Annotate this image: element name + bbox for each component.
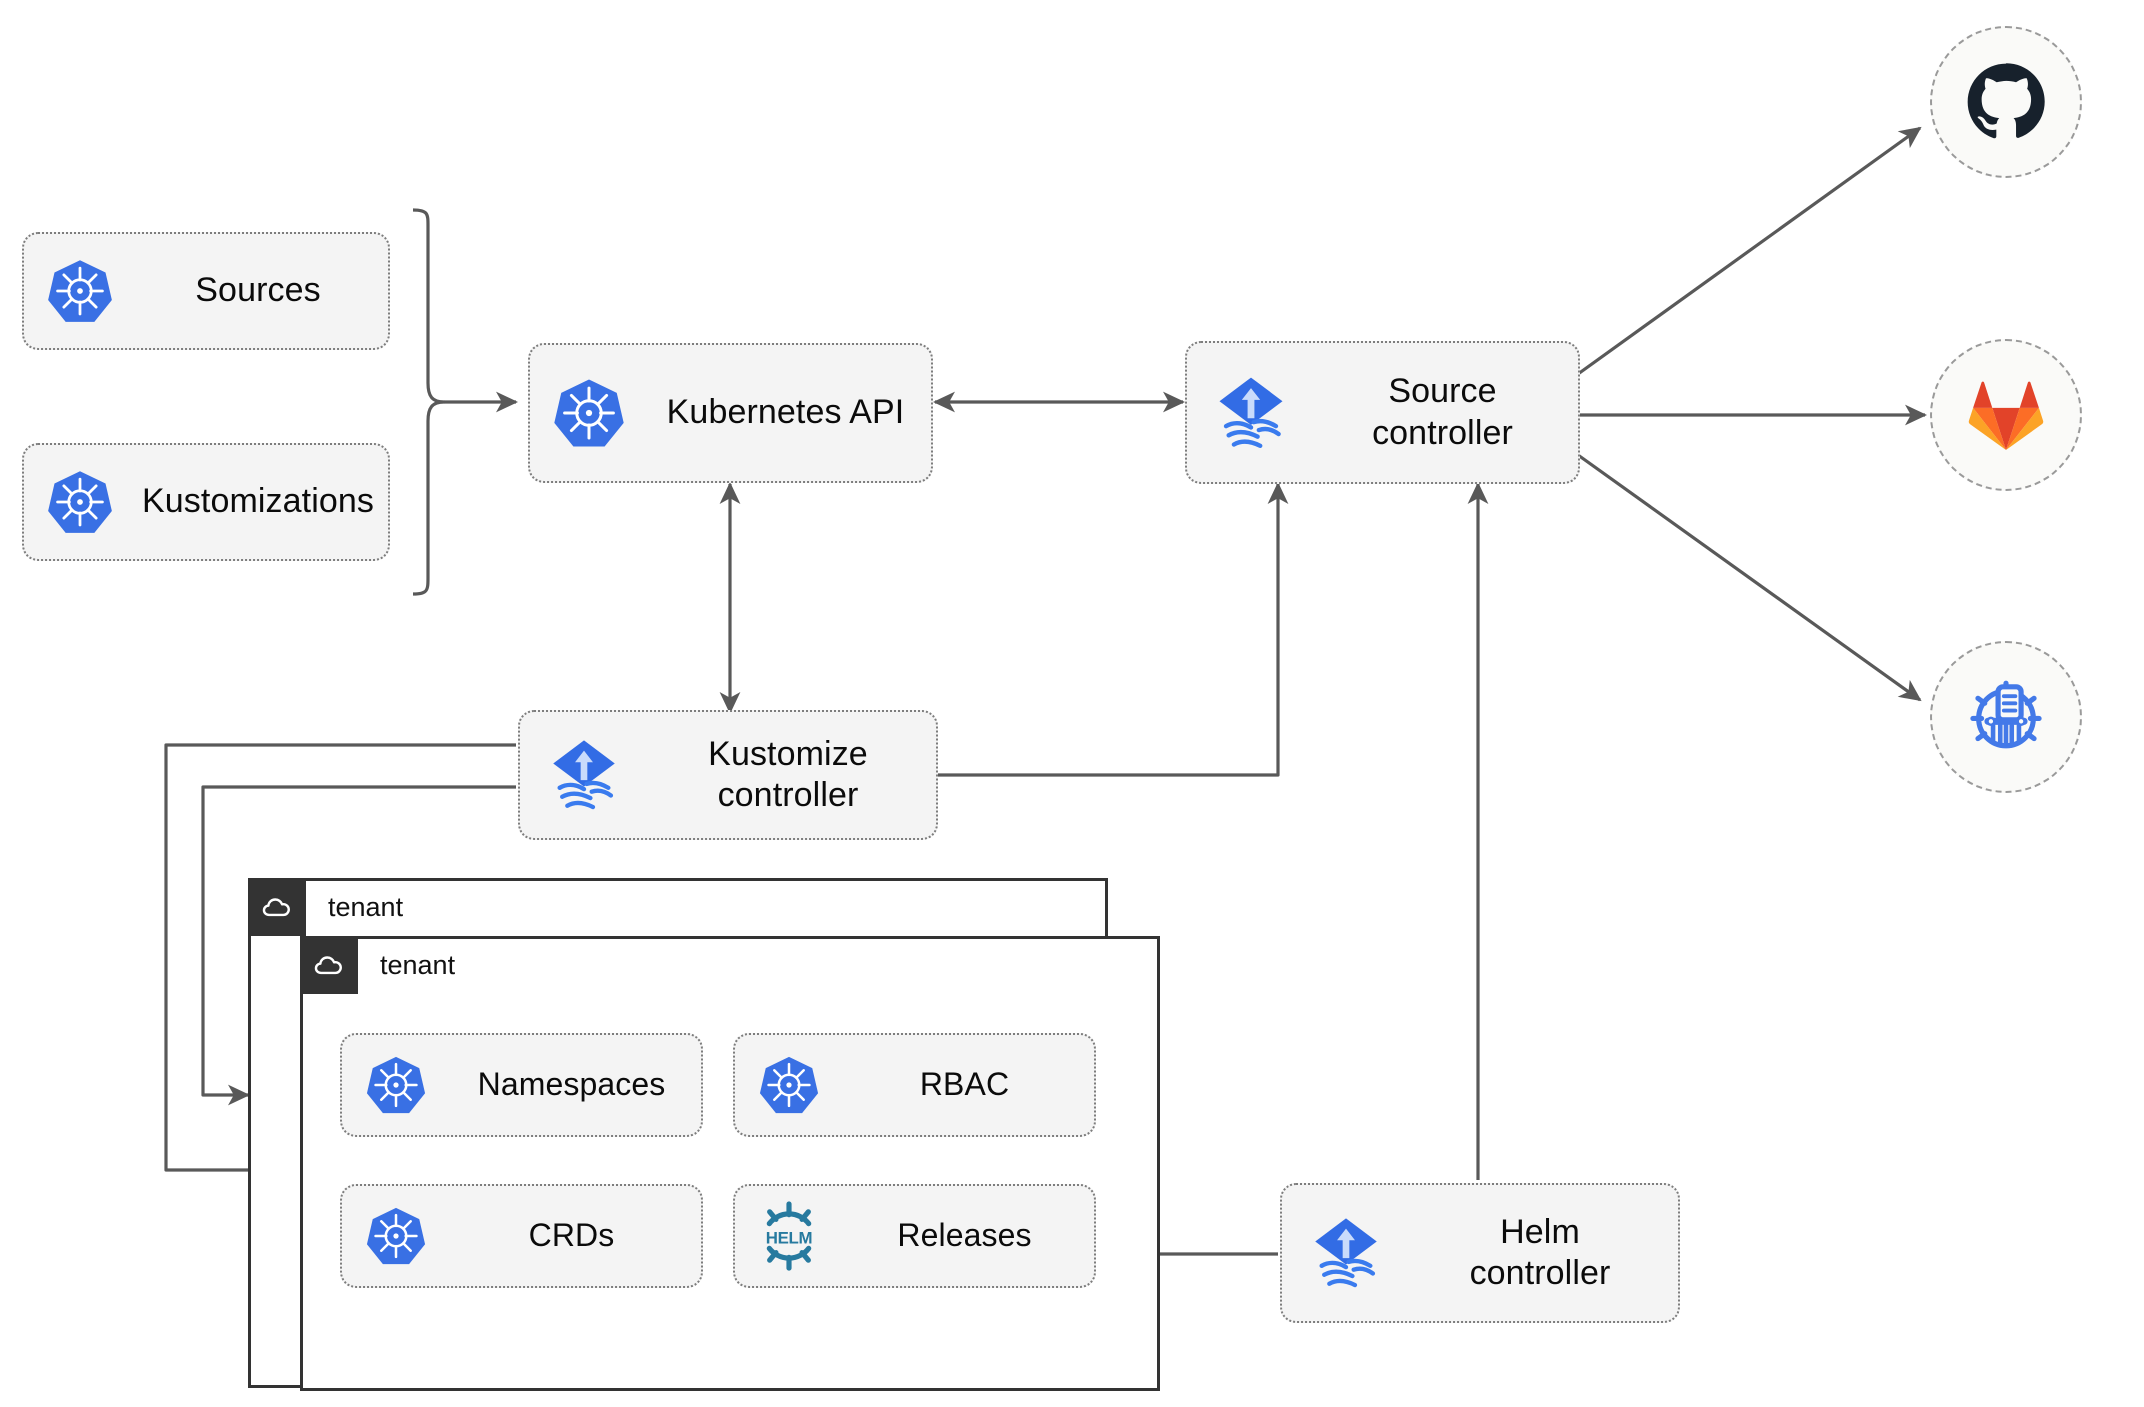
flux-icon: [520, 734, 648, 816]
kubernetes-icon: [24, 257, 136, 325]
flux-icon: [1282, 1212, 1410, 1294]
node-label-kustomize-controller: Kustomize controller: [708, 734, 868, 814]
node-kubernetes-api[interactable]: Kubernetes API: [528, 343, 933, 483]
node-rbac[interactable]: RBAC: [733, 1033, 1096, 1137]
registry-icon: [1970, 680, 2042, 749]
tenant-title-front: tenant: [380, 949, 456, 980]
kubernetes-icon: [342, 1205, 450, 1267]
node-label-sources: Sources: [195, 271, 321, 310]
node-label-crds: CRDs: [528, 1217, 615, 1254]
flux-icon: [1187, 371, 1315, 455]
tenant-title-back: tenant: [328, 891, 404, 922]
helm-icon: HELM: [735, 1200, 843, 1272]
node-source-controller[interactable]: Source controller: [1185, 341, 1580, 484]
cloud-icon: [248, 878, 306, 936]
kubernetes-icon: [735, 1054, 843, 1116]
github-icon: [1967, 63, 2045, 139]
kubernetes-icon: [530, 376, 648, 450]
provider-registry[interactable]: [1930, 641, 2082, 793]
tenant-header-front: tenant: [300, 936, 455, 994]
node-sources[interactable]: Sources: [22, 232, 390, 350]
node-label-rbac: RBAC: [919, 1066, 1010, 1103]
gitlab-icon: [1968, 381, 2044, 450]
node-label-namespaces: Namespaces: [477, 1066, 666, 1103]
cloud-icon: [300, 936, 358, 994]
kubernetes-icon: [24, 468, 136, 536]
provider-gitlab[interactable]: [1930, 339, 2082, 491]
node-label-source-controller: Source controller: [1372, 372, 1513, 452]
tenant-header-back: tenant: [248, 878, 403, 936]
node-kustomize-controller[interactable]: Kustomize controller: [518, 710, 938, 840]
node-kustomizations[interactable]: Kustomizations: [22, 443, 390, 561]
node-crds[interactable]: CRDs: [340, 1184, 703, 1288]
node-releases[interactable]: HELM Releases: [733, 1184, 1096, 1288]
node-helm-controller[interactable]: Helm controller: [1280, 1183, 1680, 1323]
svg-text:HELM: HELM: [766, 1228, 812, 1247]
node-namespaces[interactable]: Namespaces: [340, 1033, 703, 1137]
tenant-box-front: tenant: [300, 936, 1160, 1391]
node-label-kustomizations: Kustomizations: [142, 482, 374, 521]
node-label-helm-controller: Helm controller: [1469, 1212, 1611, 1292]
provider-github[interactable]: [1930, 26, 2082, 178]
node-label-kubernetes-api: Kubernetes API: [666, 393, 905, 432]
node-label-releases: Releases: [897, 1217, 1032, 1254]
kubernetes-icon: [342, 1054, 450, 1116]
